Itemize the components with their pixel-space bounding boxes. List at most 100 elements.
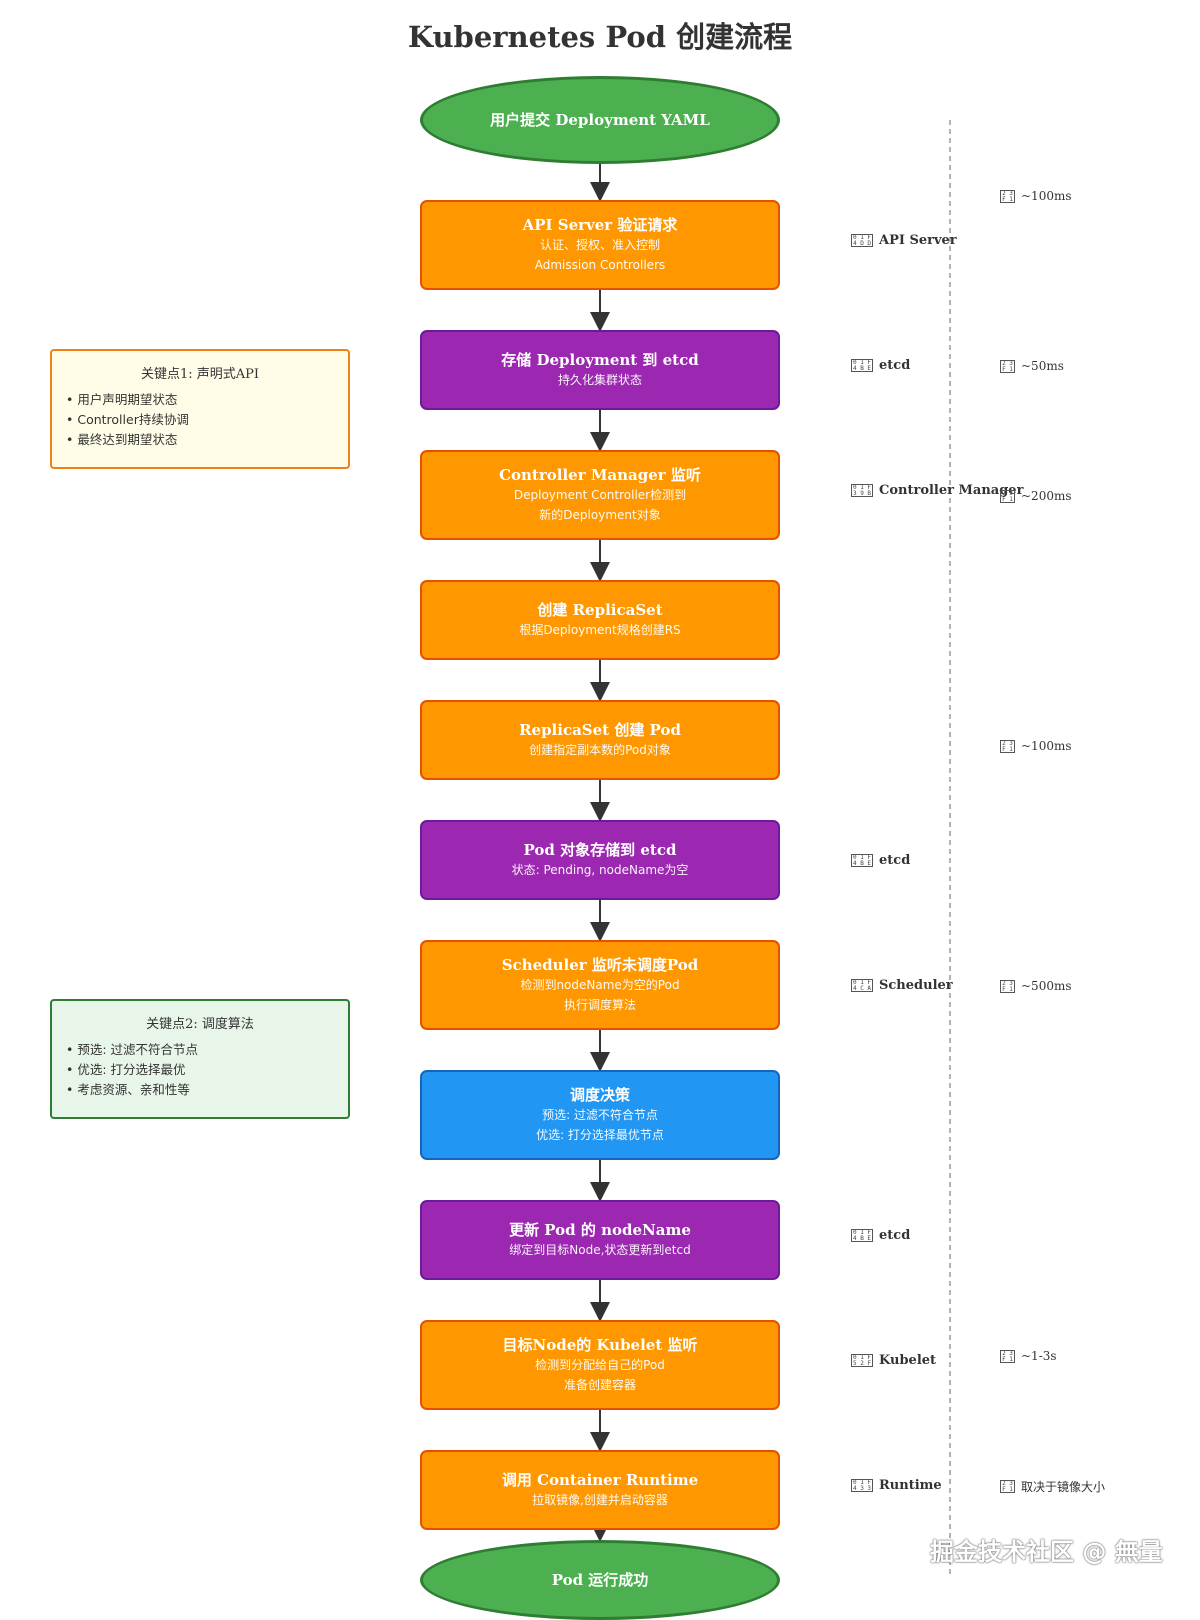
node-description: Admission Controllers [534,258,666,272]
note-2: 关键点2: 调度算法 • 预选: 过滤不符合节点 • 优选: 打分选择最优 • 考虑资… [50,999,350,1119]
node-title: 调度决策 [569,1086,630,1104]
node-title: API Server 验证请求 [522,216,678,234]
timing-label-text: ~100ms [1021,189,1072,203]
node-update-nodename: 更新 Pod 的 nodeName 绑定到目标Node,状态更新到etcd [420,1200,780,1280]
node-kubelet: 目标Node的 Kubelet 监听检测到分配给自己的Pod 准备创建容器 [420,1320,780,1410]
note-item: • 预选: 过滤不符合节点 [66,1042,199,1057]
node-description: 检测到nodeName为空的Pod [520,978,680,992]
node-description: 拉取镜像,创建并启动容器 [532,1493,668,1507]
page-title: Kubernetes Pod 创建流程 [407,20,793,54]
component-label-text: Controller Manager [879,482,1024,498]
node-title: 存储 Deployment 到 etcd [501,351,699,369]
note-item: • 考虑资源、亲和性等 [66,1082,190,1097]
component-label-text: etcd [879,357,911,373]
node-create-replicaset: 创建 ReplicaSet 根据Deployment规格创建RS [420,580,780,660]
note-title: 关键点2: 调度算法 [146,1017,254,1032]
node-title: ReplicaSet 创建 Pod [519,721,681,739]
note-title: 关键点1: 声明式API [140,367,260,382]
note-item: • Controller持续协调 [66,412,189,427]
component-label-text: Kubelet [879,1352,937,1368]
node-title: 用户提交 Deployment YAML [490,111,710,129]
component-label-text: Runtime [879,1477,942,1493]
node-title: 目标Node的 Kubelet 监听 [502,1336,698,1354]
timing-label-text: ~200ms [1021,489,1072,503]
node-title: Pod 运行成功 [551,1571,649,1589]
node-description: 检测到分配给自己的Pod [535,1358,665,1372]
timing-label-text: ~1-3s [1021,1349,1057,1363]
node-title: Controller Manager 监听 [499,466,701,484]
node-title: Pod 对象存储到 etcd [523,841,677,859]
node-description: 优选: 打分选择最优节点 [536,1128,664,1142]
node-title: 创建 ReplicaSet [537,601,663,619]
node-description: 新的Deployment对象 [539,508,661,522]
node-decision: 调度决策预选: 过滤不符合节点优选: 打分选择最优节点 [420,1070,780,1160]
watermark: 掘金技术社区 @ 無量 [930,1538,1163,1566]
node-end: Pod 运行成功 [420,1540,780,1620]
node-description: 准备创建容器 [563,1378,636,1392]
timing-label-text: ~500ms [1021,979,1072,993]
node-api-server: API Server 验证请求认证、授权、准入控制 Admission Contr… [420,200,780,290]
node-description: 根据Deployment规格创建RS [519,623,681,637]
timing-label-text: ~50ms [1021,359,1064,373]
node-start: 用户提交 Deployment YAML [420,76,780,164]
node-controller-manager: Controller Manager 监听 Deployment Controll… [420,450,780,540]
component-label-text: API Server [879,232,957,248]
timing-label-text: ~100ms [1021,739,1072,753]
note-1: 关键点1: 声明式API • 用户声明期望状态 • Controller持续协调 • … [50,349,350,469]
node-runtime: 调用 Container Runtime 拉取镜像,创建并启动容器 [420,1450,780,1530]
node-description: 绑定到目标Node,状态更新到etcd [509,1243,691,1257]
node-title: 更新 Pod 的 nodeName [509,1221,691,1239]
note-item: • 用户声明期望状态 [66,392,178,407]
note-item: • 优选: 打分选择最优 [66,1062,186,1077]
node-description: 持久化集群状态 [557,373,642,387]
node-title: 调用 Container Runtime [501,1471,699,1489]
node-description: Deployment Controller检测到 [513,488,687,502]
node-description: 认证、授权、准入控制 [539,238,660,252]
timing-label-text: 取决于镜像大小 [1021,1479,1106,1494]
node-etcd-deployment: 存储 Deployment 到 etcd 持久化集群状态 [420,330,780,410]
node-title: Scheduler 监听未调度Pod [501,956,699,974]
node-description: 预选: 过滤不符合节点 [542,1108,658,1122]
node-description: 创建指定副本数的Pod对象 [529,743,671,757]
note-item: • 最终达到期望状态 [66,432,178,447]
component-label-text: etcd [879,1227,911,1243]
node-replicaset-create-pod: ReplicaSet 创建 Pod 创建指定副本数的Pod对象 [420,700,780,780]
component-label-text: etcd [879,852,911,868]
component-label-text: Scheduler [879,977,953,993]
node-pod-etcd: Pod 对象存储到 etcd 状态: Pending, nodeName为空 [420,820,780,900]
node-description: 状态: Pending, nodeName为空 [511,863,689,877]
